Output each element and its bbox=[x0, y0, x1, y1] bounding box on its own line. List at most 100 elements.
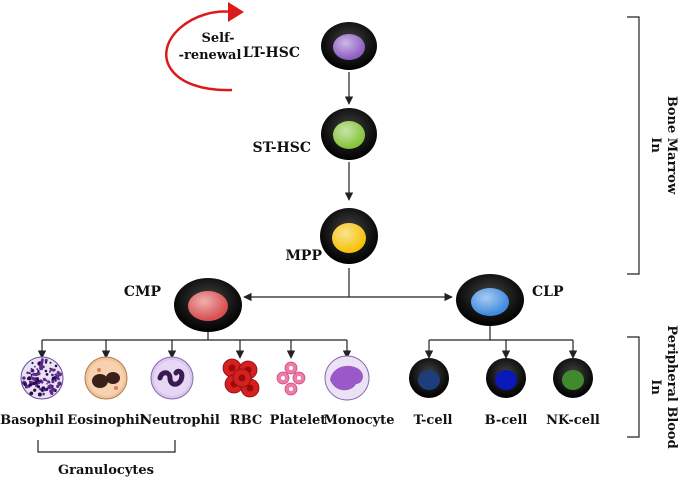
monocyte-cell bbox=[324, 355, 370, 401]
mpp-label: MPP bbox=[285, 248, 322, 264]
basophil-granule bbox=[28, 372, 31, 375]
neutrophil-label: Neutrophil bbox=[140, 413, 220, 428]
basophil-granule bbox=[32, 369, 34, 372]
basophil-granule bbox=[23, 382, 28, 387]
eosinophil-nucleus-lobe-left bbox=[92, 374, 108, 388]
basophil-granule bbox=[57, 381, 62, 386]
basophil-granule bbox=[34, 377, 40, 383]
basophil-granule bbox=[27, 376, 32, 381]
self-renewal-label-line2: -renewal bbox=[179, 48, 242, 63]
platelet-label: Platelet bbox=[270, 413, 327, 428]
lt-hsc-cell bbox=[321, 22, 377, 70]
granulocytes-label: Granulocytes bbox=[58, 463, 154, 478]
basophil-granule bbox=[49, 367, 52, 370]
basophil-granule bbox=[44, 361, 48, 364]
b-cell-label: B-cell bbox=[485, 413, 528, 428]
monocyte-nucleus bbox=[330, 365, 363, 391]
basophil-granule bbox=[49, 361, 52, 364]
basophil-granule bbox=[29, 391, 34, 396]
platelet bbox=[284, 361, 298, 375]
basophil-granule bbox=[37, 369, 40, 373]
basophil-granule bbox=[33, 388, 37, 392]
neutrophil-cell bbox=[150, 356, 194, 400]
basophil-granule bbox=[42, 393, 45, 396]
bone-marrow-bracket bbox=[627, 16, 640, 275]
basophil-granules bbox=[21, 358, 62, 397]
basophil-granule bbox=[36, 368, 39, 371]
monocyte-label: Monocyte bbox=[324, 413, 395, 428]
rbc-cluster bbox=[222, 358, 260, 398]
basophil-granule bbox=[45, 373, 49, 376]
rbc-label: RBC bbox=[230, 413, 262, 428]
basophil-granule bbox=[37, 392, 42, 397]
eosinophil-nucleus-lobe-right bbox=[106, 372, 120, 384]
basophil-granule bbox=[51, 373, 54, 377]
bone-marrow-label-line1: In bbox=[648, 137, 663, 153]
platelet bbox=[276, 371, 290, 385]
lt-hsc-label: LT-HSC bbox=[243, 45, 300, 61]
basophil-granule bbox=[50, 391, 54, 395]
basophil-granule bbox=[22, 376, 26, 380]
basophil-granule bbox=[54, 379, 57, 382]
basophil-granule bbox=[24, 385, 28, 389]
peripheral-blood-bracket bbox=[627, 336, 640, 438]
basophil-granule bbox=[33, 378, 37, 382]
b-cell bbox=[486, 358, 526, 398]
basophil-granule bbox=[32, 372, 36, 376]
basophil-granule bbox=[56, 385, 60, 388]
basophil-granule bbox=[30, 375, 33, 378]
basophil-granule bbox=[39, 387, 42, 391]
cmp-cell bbox=[174, 278, 242, 332]
basophil-granule bbox=[31, 361, 34, 365]
platelet bbox=[292, 371, 306, 385]
platelet-cluster bbox=[276, 361, 306, 396]
t-cell-nucleus bbox=[418, 370, 440, 390]
self-renewal-label-line1: Self- bbox=[201, 31, 234, 46]
basophil-granule bbox=[37, 385, 41, 389]
basophil-granule bbox=[55, 373, 58, 376]
basophil-granule bbox=[26, 371, 29, 375]
b-cell-nucleus bbox=[495, 370, 517, 390]
basophil-label: Basophil bbox=[0, 413, 64, 428]
basophil-granule bbox=[47, 385, 52, 390]
basophil-granule bbox=[39, 362, 43, 366]
st-hsc-cell bbox=[321, 108, 377, 160]
basophil-granule bbox=[45, 379, 48, 382]
nk-cell-label: NK-cell bbox=[546, 413, 600, 428]
basophil-granule bbox=[48, 381, 51, 384]
basophil-granule bbox=[54, 364, 58, 368]
basophil-granule bbox=[53, 376, 57, 380]
st-hsc-label: ST-HSC bbox=[252, 140, 311, 156]
peripheral-blood-label-line2: Peripheral Blood bbox=[664, 325, 679, 448]
basophil-granule bbox=[34, 365, 36, 368]
self-renewal-arrowhead bbox=[228, 2, 244, 22]
platelet bbox=[284, 382, 298, 396]
self-renewal-arc bbox=[165, 10, 233, 92]
basophil-granule bbox=[28, 383, 33, 387]
basophil-granule bbox=[30, 373, 33, 376]
basophil-granule bbox=[39, 379, 42, 382]
bone-marrow-label-line2: Bone Marrow bbox=[664, 96, 679, 195]
basophil-granule bbox=[30, 367, 33, 370]
basophil-granule bbox=[41, 358, 44, 362]
red-blood-cell bbox=[232, 368, 252, 388]
neutrophil-nucleus bbox=[157, 368, 185, 387]
basophil-granule bbox=[51, 380, 55, 384]
peripheral-blood-label-line1: In bbox=[648, 379, 663, 395]
basophil-cell bbox=[20, 356, 64, 400]
t-cell-label: T-cell bbox=[414, 413, 453, 428]
basophil-granule bbox=[44, 358, 48, 362]
basophil-granule bbox=[56, 377, 58, 380]
basophil-granule bbox=[43, 388, 45, 391]
eosinophil-cell bbox=[84, 356, 128, 400]
granulocytes-bracket bbox=[37, 440, 176, 453]
basophil-granule bbox=[49, 369, 52, 372]
nk-cell-nucleus bbox=[562, 370, 584, 390]
eosinophil-label: Eosinophil bbox=[67, 413, 144, 428]
cmp-label: CMP bbox=[124, 284, 162, 300]
basophil-granule bbox=[46, 383, 48, 385]
basophil-granule bbox=[42, 377, 47, 381]
basophil-granule bbox=[40, 381, 44, 384]
self-renewal-arrow bbox=[165, 2, 244, 92]
